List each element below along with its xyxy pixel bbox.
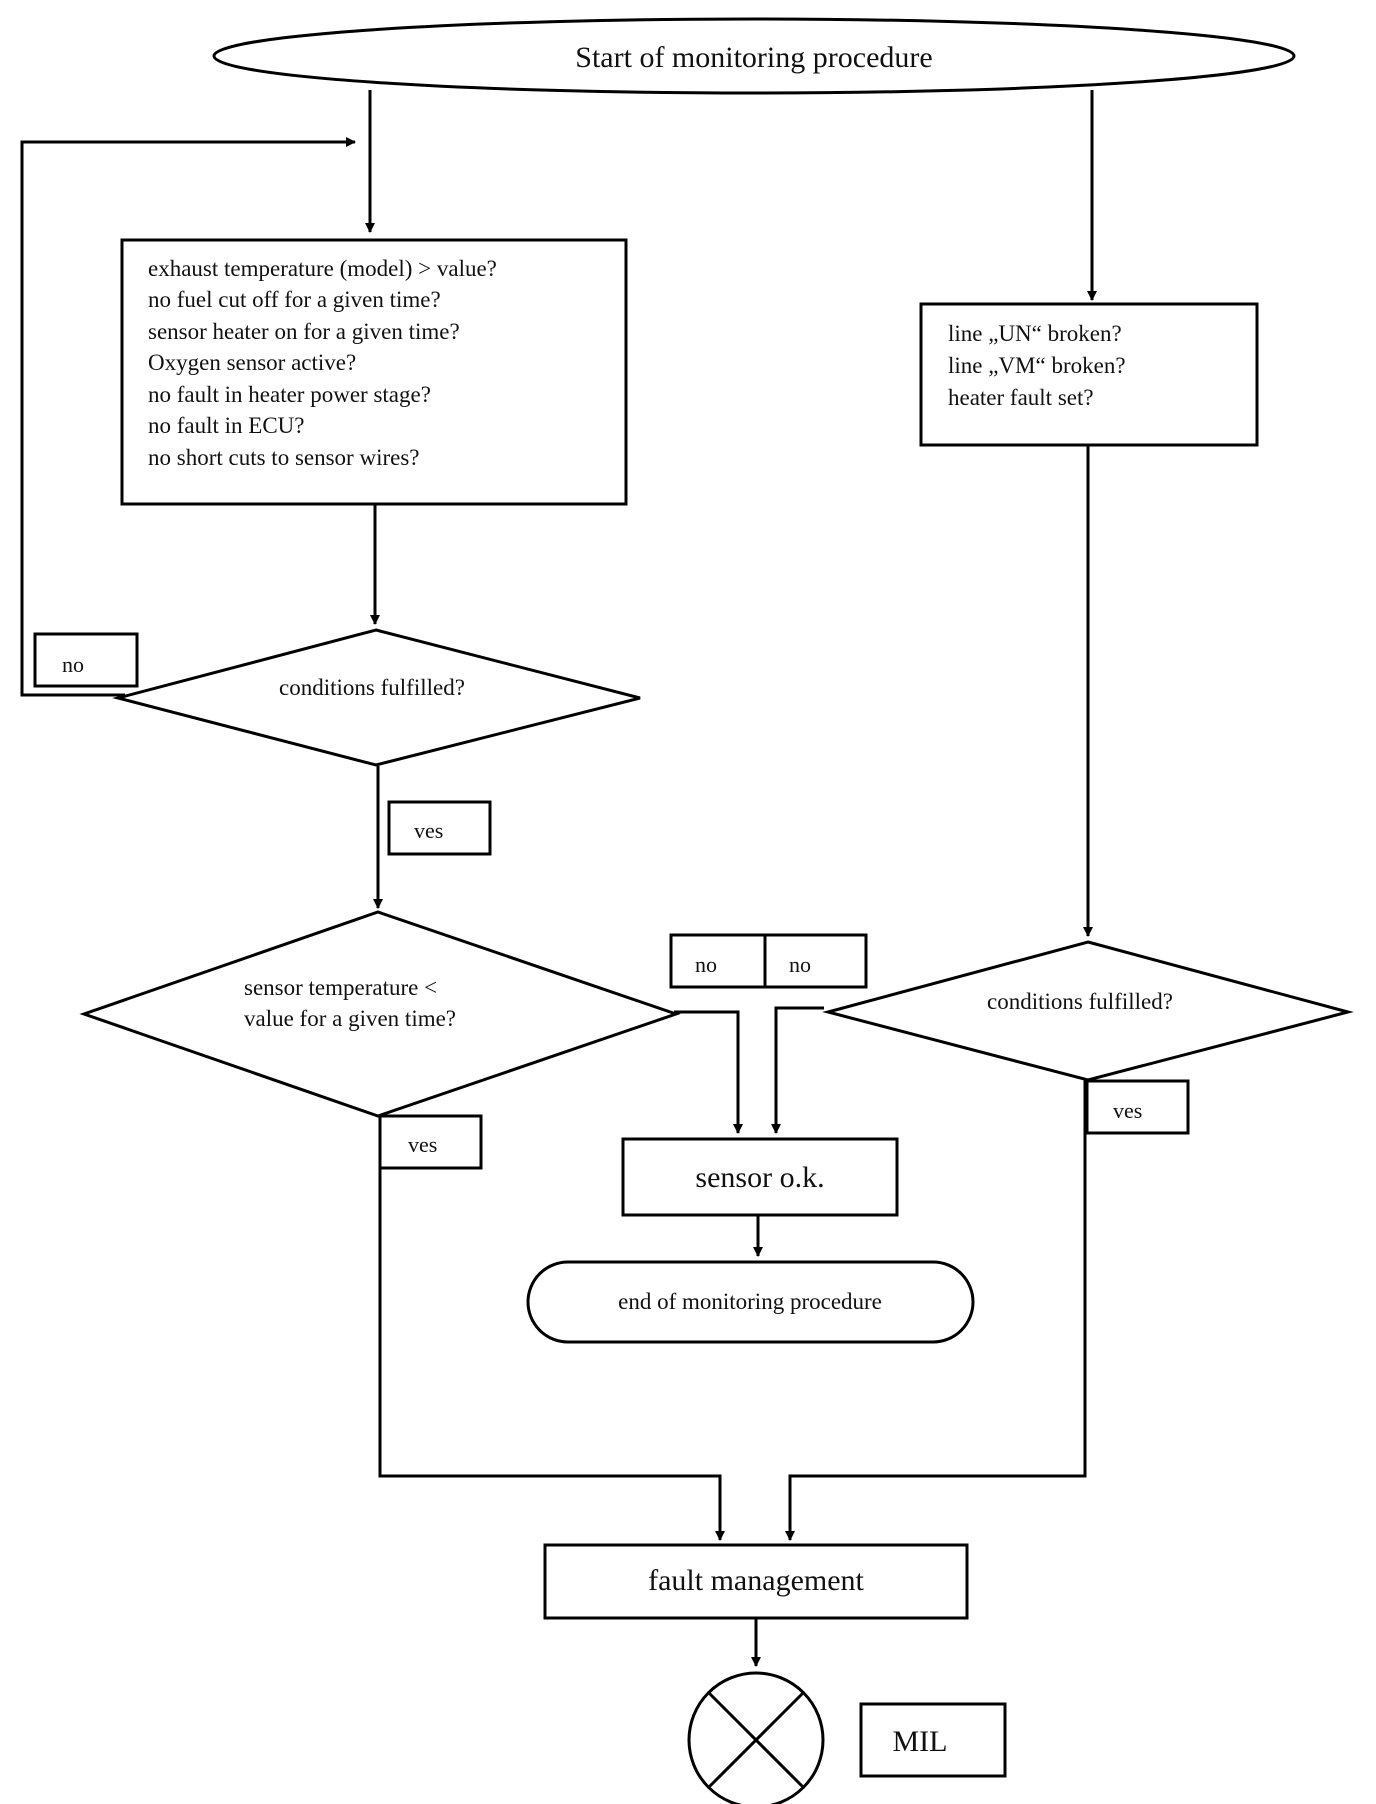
edge-no-loop-back [20,137,356,697]
mil-label: MIL [893,1725,948,1758]
decision-sensor-temperature: sensor temperature < value for a given t… [79,910,681,1118]
label-yes-temp-text: ves [408,1132,437,1157]
decision-left-text: conditions fulfilled? [279,675,465,700]
line-check-1: line „UN“ broken? [948,321,1122,346]
mil-label-box: MIL [859,1702,1007,1778]
label-no-right-text: no [789,952,811,977]
end-label: end of monitoring procedure [618,1289,882,1314]
sensor-ok-box: sensor o.k. [621,1137,899,1217]
label-no-temp: no [669,933,774,989]
start-label: Start of monitoring procedure [575,41,932,74]
label-no-temp-text: no [695,952,717,977]
label-no-left: no [33,632,139,688]
connectors [20,90,1097,1667]
label-no-right: no [763,933,868,989]
conditions-line-2: no fuel cut off for a given time? [148,287,441,312]
line-check-3: heater fault set? [948,385,1094,410]
fault-management-label: fault management [648,1564,864,1597]
conditions-line-5: no fault in heater power stage? [148,382,431,407]
label-yes-temp: ves [378,1114,483,1170]
label-yes-right: ves [1085,1079,1190,1135]
decision-temp-line-2: value for a given time? [244,1006,456,1031]
end-terminator: end of monitoring procedure [526,1260,975,1344]
conditions-line-6: no fault in ECU? [148,413,305,438]
line-check-box: line „UN“ broken? line „VM“ broken? heat… [919,302,1259,447]
edge-temp-no-to-sensor-ok [674,1010,743,1134]
label-yes-right-text: ves [1113,1098,1142,1123]
conditions-line-1: exhaust temperature (model) > value? [148,256,497,281]
decision-temp-line-1: sensor temperature < [244,975,437,1000]
decision-conditions-right: conditions fulfilled? [822,940,1354,1082]
lamp-cross-icon [687,1671,825,1804]
line-check-2: line „VM“ broken? [948,353,1126,378]
decision-conditions-left: conditions fulfilled? [112,628,641,767]
conditions-line-7: no short cuts to sensor wires? [148,445,420,470]
conditions-box: exhaust temperature (model) > value? no … [120,238,628,506]
label-yes-left: ves [387,800,492,856]
conditions-line-4: Oxygen sensor active? [148,350,356,375]
conditions-line-3: sensor heater on for a given time? [148,319,460,344]
edge-temp-yes-to-fault [378,1110,725,1541]
edge-right-no-to-sensor-ok [771,1006,824,1134]
label-no-left-text: no [62,652,84,677]
decision-right-text: conditions fulfilled? [987,989,1173,1014]
sensor-ok-label: sensor o.k. [695,1161,824,1194]
start-terminator: Start of monitoring procedure [212,17,1296,95]
edge-right-yes-to-fault [785,1077,1087,1541]
label-yes-left-text: ves [414,818,443,843]
fault-management-box: fault management [543,1543,969,1620]
